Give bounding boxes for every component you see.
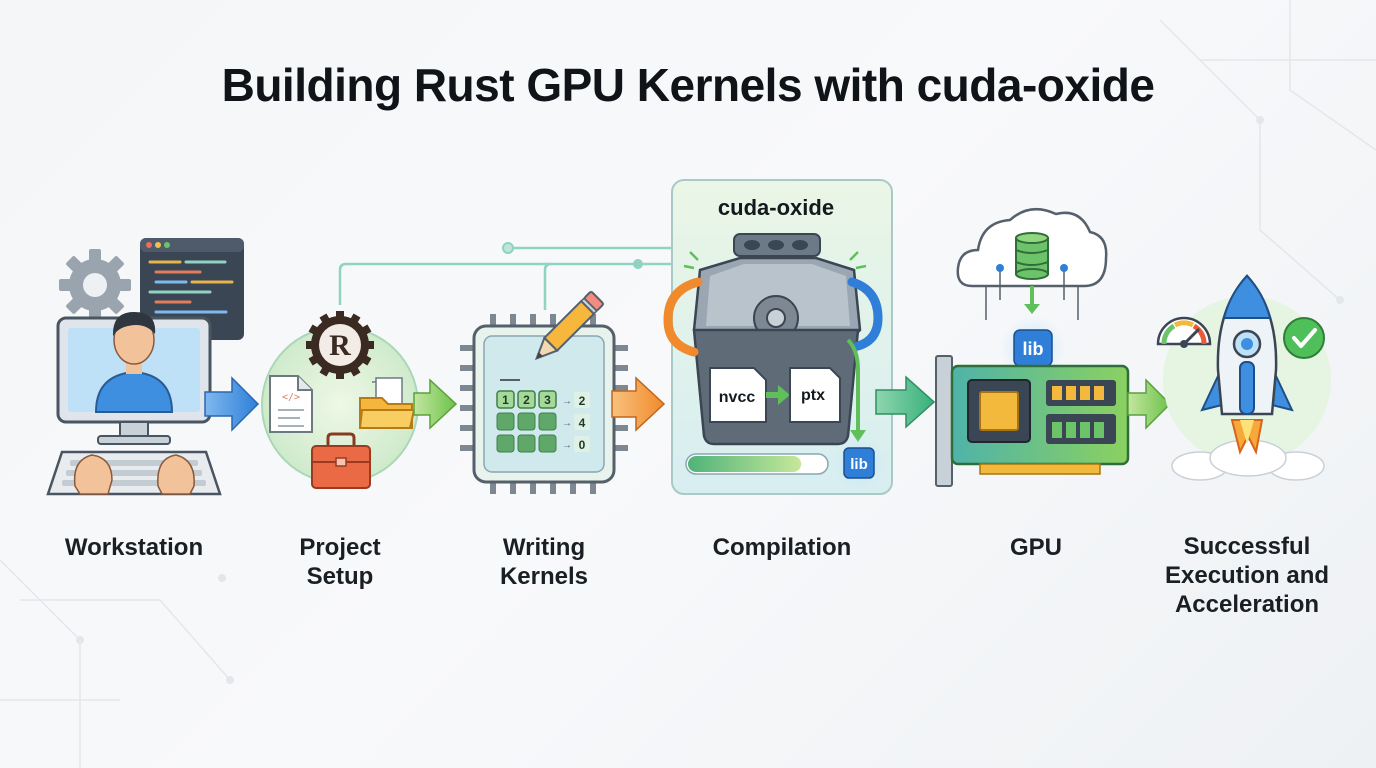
nvcc-to-ptx-arrow [766, 385, 790, 405]
svg-text:lib: lib [1023, 339, 1044, 359]
svg-text:</>: </> [282, 392, 300, 403]
grid-cell: 1 [496, 390, 515, 409]
lib-badge: lib [833, 437, 885, 489]
grid-output: 0 [574, 436, 590, 452]
execution-illustration [1156, 274, 1331, 481]
stage-label-successful-execution: Successful Execution and Acceleration [1164, 533, 1330, 618]
svg-text:4: 4 [579, 416, 586, 430]
rust-logo-icon: R [306, 311, 374, 379]
code-window-icon [140, 238, 244, 340]
folder-icon [358, 377, 416, 429]
compile-progress-bar [685, 453, 829, 475]
svg-text:2: 2 [523, 393, 530, 407]
nvcc-file: nvcc [709, 367, 767, 423]
stage-label-gpu: GPU [1009, 534, 1062, 561]
ptx-file: ptx [789, 367, 841, 423]
grid-output: 2 [574, 392, 590, 408]
svg-text:→: → [562, 418, 572, 429]
project-setup-illustration: R </> [261, 311, 419, 489]
speedometer-icon [1156, 316, 1212, 348]
svg-text:2: 2 [579, 394, 586, 408]
stage-label-compilation: Compilation [712, 534, 852, 561]
page-title: Building Rust GPU Kernels with cuda-oxid… [221, 59, 1155, 111]
grid-cell: 3 [538, 390, 557, 409]
stage-label-writing-kernels: Writing Kernels [499, 534, 589, 590]
compiler-panel: cuda-oxide nvcc ptx [663, 179, 893, 495]
connector-lines [338, 246, 680, 310]
gpu-illustration: lib [935, 207, 1130, 487]
svg-text:ptx: ptx [801, 387, 825, 404]
arrow-kernels-to-compilation [611, 376, 666, 432]
keyboard-icon [46, 450, 222, 496]
svg-text:→: → [562, 440, 572, 451]
file-icon: </> [269, 375, 313, 433]
rocket-icon [1200, 274, 1294, 456]
svg-text:nvcc: nvcc [719, 389, 756, 406]
pencil-icon [534, 291, 604, 361]
writing-kernels-illustration: 1 2 3 → → → 2 4 [460, 291, 628, 494]
checkmark-icon [1283, 317, 1325, 359]
stage-label-workstation: Workstation [64, 534, 204, 561]
grid-output: 4 [574, 414, 590, 430]
svg-text:1: 1 [502, 393, 509, 407]
svg-text:→: → [562, 396, 572, 407]
gear-icon [59, 249, 131, 321]
compiler-panel-title: cuda-oxide [718, 195, 834, 220]
gpu-lib-badge: lib [1001, 316, 1065, 380]
database-icon [1015, 232, 1049, 280]
person-icon [94, 312, 174, 413]
workstation-illustration [46, 238, 244, 496]
grid-cell: 2 [517, 390, 536, 409]
arrow-gpu-to-execution [1127, 378, 1172, 430]
gpu-card-icon [935, 355, 1130, 487]
stage-label-project-setup: Project Setup [299, 534, 381, 590]
svg-text:0: 0 [579, 438, 586, 452]
rust-logo-letter: R [329, 329, 351, 362]
svg-text:3: 3 [544, 393, 551, 407]
arrow-workstation-to-setup [204, 376, 260, 432]
svg-text:lib: lib [850, 456, 868, 473]
arrow-setup-to-kernels [413, 378, 458, 430]
arrow-compilation-to-gpu [875, 375, 936, 429]
toolbox-icon [311, 432, 371, 489]
kernel-grid: 1 2 3 → → → 2 4 [496, 390, 590, 453]
